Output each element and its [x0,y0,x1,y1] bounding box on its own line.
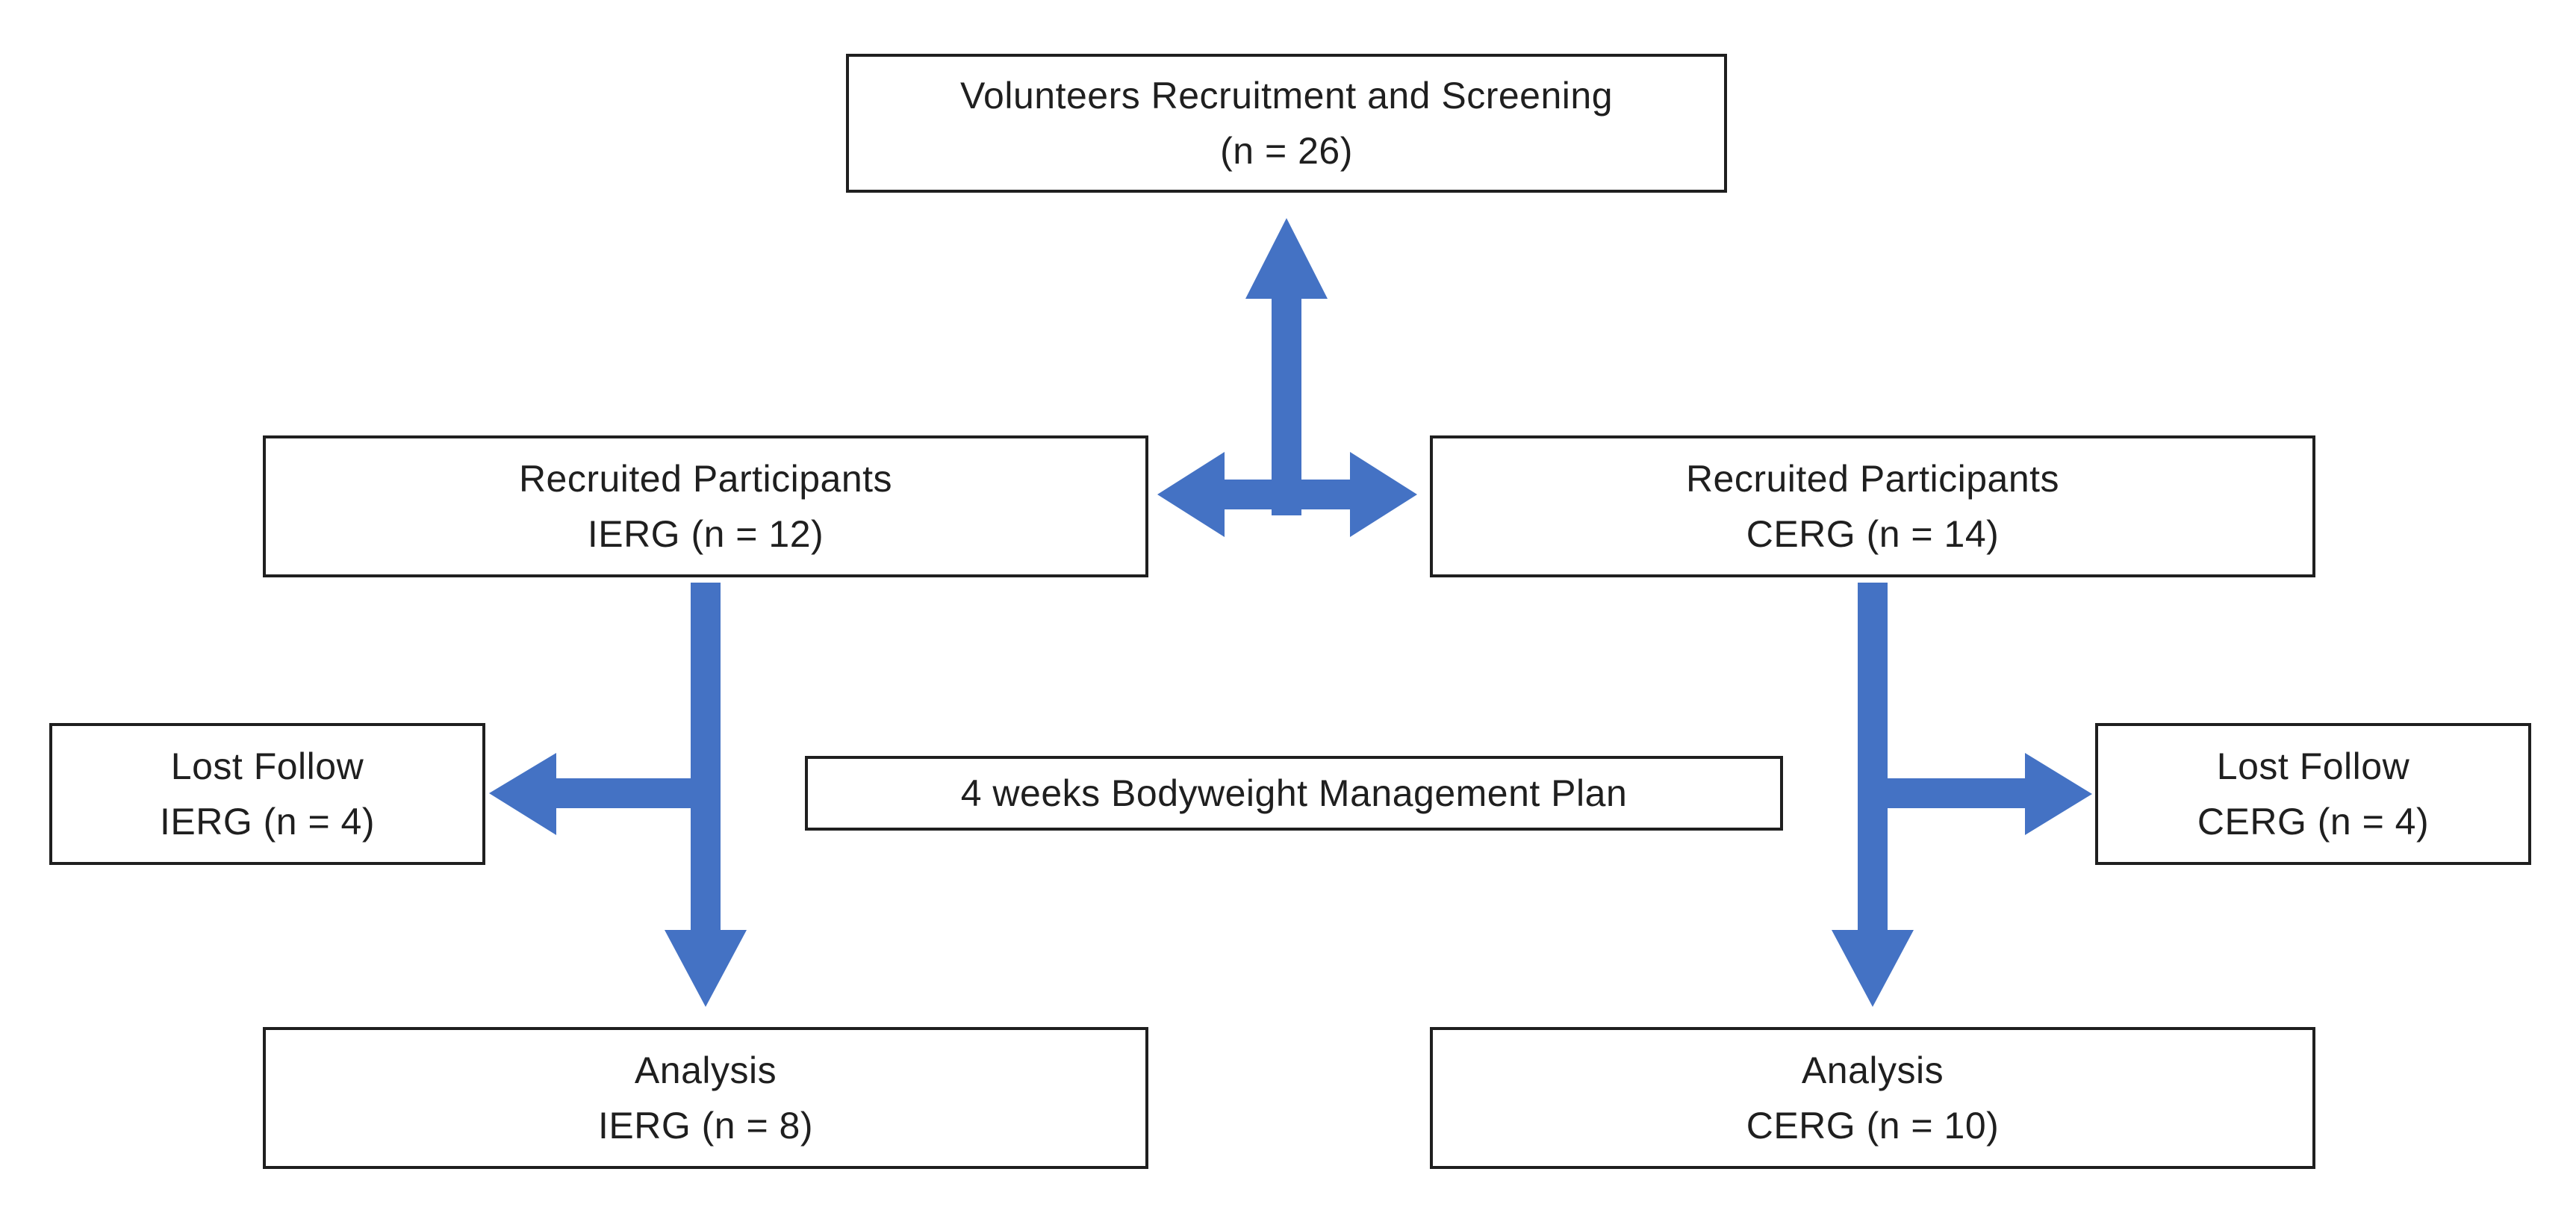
screening-line1: Volunteers Recruitment and Screening [959,75,1614,117]
analysis-cerg-line1: Analysis [1801,1049,1944,1091]
lost-ierg-line1: Lost Follow [170,745,364,787]
recruited-cerg-box: Recruited Participants CERG (n = 14) [1430,435,2315,577]
plan-line1: 4 weeks Bodyweight Management Plan [960,772,1628,814]
recruited-ierg-box: Recruited Participants IERG (n = 12) [263,435,1148,577]
recruited-cerg-line1: Recruited Participants [1685,458,2060,500]
lost-ierg-line2: IERG (n = 4) [159,801,376,843]
recruited-ierg-line1: Recruited Participants [518,458,893,500]
analysis-cerg-box: Analysis CERG (n = 10) [1430,1027,2315,1169]
screening-box: Volunteers Recruitment and Screening (n … [846,54,1727,193]
analysis-ierg-line2: IERG (n = 8) [597,1105,814,1147]
lost-follow-cerg-box: Lost Follow CERG (n = 4) [2095,723,2531,865]
arrow-between-recruited-groups-icon [1157,452,1417,537]
arrow-up-to-screening-icon [1245,218,1328,515]
lost-follow-ierg-box: Lost Follow IERG (n = 4) [49,723,485,865]
arrow-branch-lost-cerg-icon [1858,753,2092,835]
lost-cerg-line2: CERG (n = 4) [2197,801,2430,843]
screening-line2: (n = 26) [1220,130,1353,172]
analysis-ierg-box: Analysis IERG (n = 8) [263,1027,1148,1169]
arrow-branch-lost-ierg-icon [489,753,721,835]
lost-cerg-line1: Lost Follow [2216,745,2410,787]
recruited-cerg-line2: CERG (n = 14) [1746,513,2000,555]
analysis-cerg-line2: CERG (n = 10) [1746,1105,2000,1147]
analysis-ierg-line1: Analysis [634,1049,777,1091]
management-plan-box: 4 weeks Bodyweight Management Plan [805,756,1783,831]
recruited-ierg-line2: IERG (n = 12) [587,513,824,555]
